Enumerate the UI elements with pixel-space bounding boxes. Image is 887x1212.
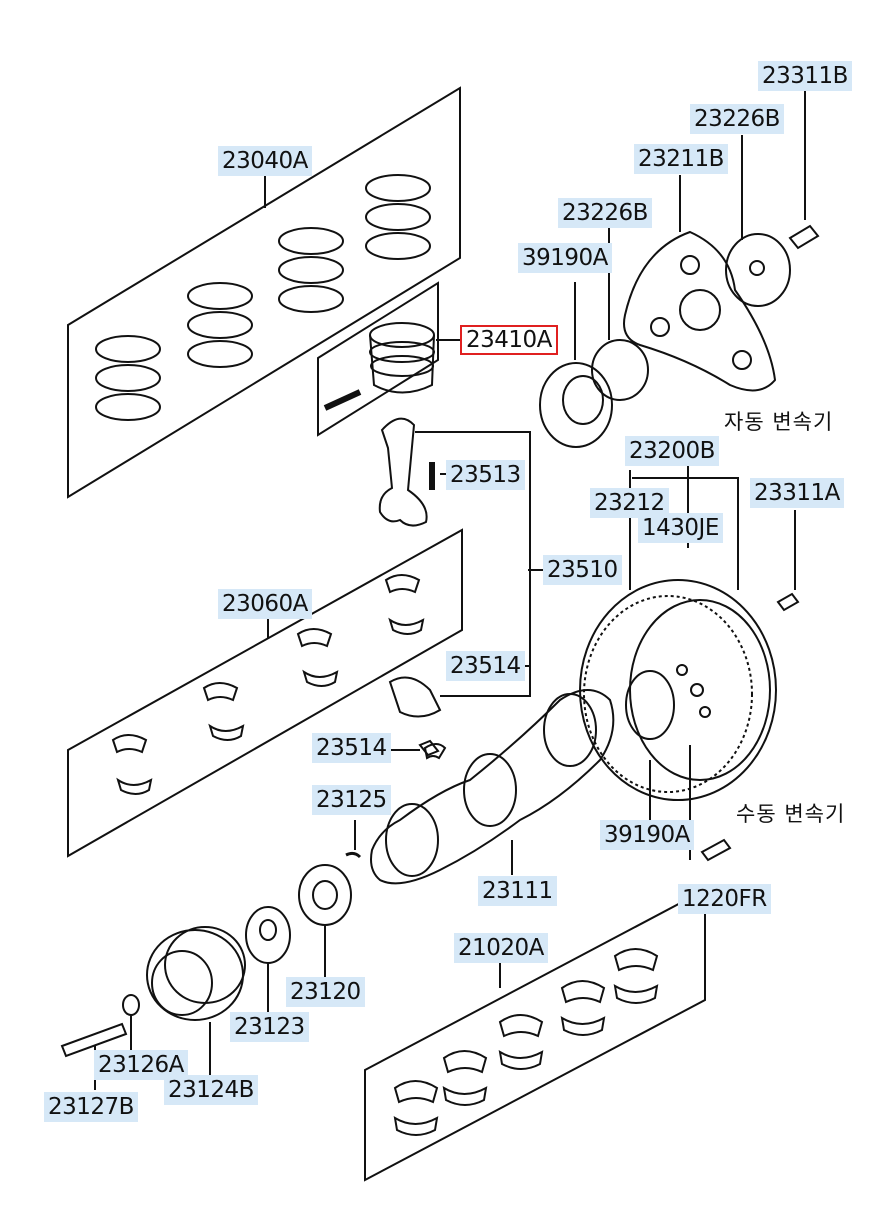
note-automatic-transmission: 자동 변속기 bbox=[724, 410, 834, 434]
part-label-23410A[interactable]: 23410A bbox=[460, 325, 558, 355]
part-label-23125[interactable]: 23125 bbox=[312, 785, 391, 815]
part-label-23311A[interactable]: 23311A bbox=[750, 478, 844, 508]
part-label-23060A[interactable]: 23060A bbox=[218, 589, 312, 619]
part-label-23514-lower[interactable]: 23514 bbox=[312, 733, 391, 763]
crankshaft bbox=[345, 689, 615, 885]
part-label-23226B-mid[interactable]: 23226B bbox=[558, 198, 652, 228]
part-label-23111[interactable]: 23111 bbox=[478, 876, 557, 906]
part-label-23226B-top[interactable]: 23226B bbox=[690, 104, 784, 134]
part-label-23211B[interactable]: 23211B bbox=[634, 144, 728, 174]
connecting-rod bbox=[378, 417, 531, 718]
piston-assembly bbox=[317, 281, 460, 437]
piston-ring-set bbox=[67, 86, 461, 499]
part-label-39190A-top[interactable]: 39190A bbox=[518, 243, 612, 273]
part-label-23514-upper[interactable]: 23514 bbox=[446, 651, 525, 681]
part-label-23311B[interactable]: 23311B bbox=[758, 61, 852, 91]
part-label-23126A[interactable]: 23126A bbox=[94, 1050, 188, 1080]
part-label-23124B[interactable]: 23124B bbox=[164, 1075, 258, 1105]
part-label-21020A[interactable]: 21020A bbox=[454, 933, 548, 963]
part-label-23040A[interactable]: 23040A bbox=[218, 146, 312, 176]
part-label-23123[interactable]: 23123 bbox=[230, 1012, 309, 1042]
main-bearing-lower-set bbox=[364, 888, 706, 1182]
part-label-23127B[interactable]: 23127B bbox=[44, 1092, 138, 1122]
main-bearing-upper-set bbox=[67, 528, 463, 858]
part-label-1430JE[interactable]: 1430JE bbox=[638, 513, 723, 543]
drive-plate-assembly bbox=[539, 90, 820, 448]
part-label-39190A-bottom[interactable]: 39190A bbox=[600, 820, 694, 850]
part-label-1220FR[interactable]: 1220FR bbox=[678, 884, 771, 914]
note-manual-transmission: 수동 변속기 bbox=[736, 802, 846, 826]
part-label-23510[interactable]: 23510 bbox=[543, 555, 622, 585]
part-label-23513[interactable]: 23513 bbox=[446, 460, 525, 490]
part-label-23200B[interactable]: 23200B bbox=[625, 436, 719, 466]
part-label-23120[interactable]: 23120 bbox=[286, 977, 365, 1007]
